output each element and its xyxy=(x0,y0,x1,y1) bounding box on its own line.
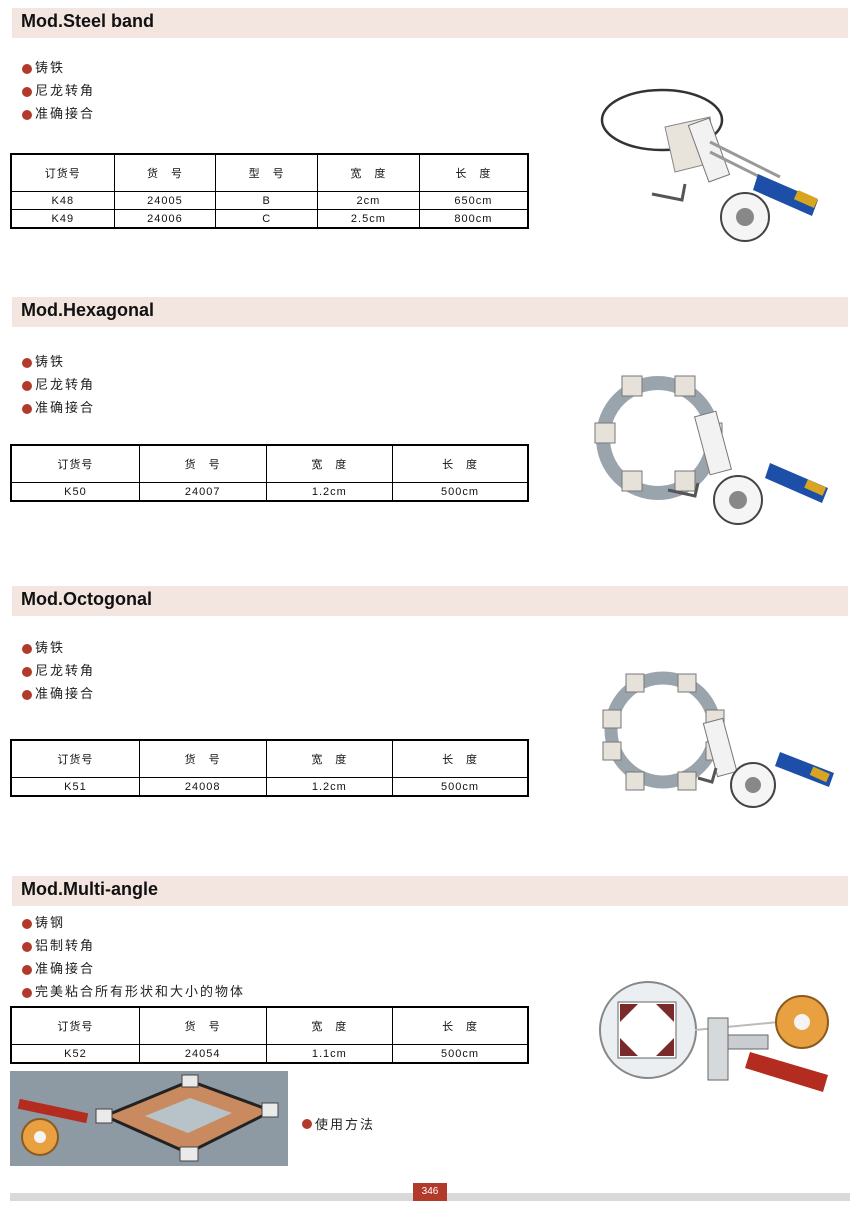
spec-table: 订货号 货 号 宽 度 长 度 K52 24054 1.1cm 500cm xyxy=(10,1006,529,1064)
section-title: Mod.Octogonal xyxy=(21,589,152,609)
column-header: 订货号 xyxy=(10,444,140,483)
bullet-dot-icon xyxy=(22,941,32,952)
section-header-hexagonal: Mod.Hexagonal xyxy=(12,297,848,327)
spec-table: 订货号 货 号 宽 度 长 度 K51 24008 1.2cm 500cm xyxy=(10,739,529,797)
feature-item: 准确接合 xyxy=(22,397,95,420)
column-header: 长 度 xyxy=(418,153,529,192)
table-cell: 800cm xyxy=(418,209,529,229)
feature-item: 尼龙转角 xyxy=(22,374,95,397)
feature-item: 铸钢 xyxy=(22,912,245,935)
bullet-dot-icon xyxy=(302,1118,312,1129)
bullet-dot-icon xyxy=(22,380,32,391)
section-header-octogonal: Mod.Octogonal xyxy=(12,586,848,616)
feature-item: 完美粘合所有形状和大小的物体 xyxy=(22,981,245,1004)
octogonal-clamp-image xyxy=(602,671,834,808)
feature-list: 铸铁 尼龙转角 准确接合 xyxy=(22,637,95,706)
table-row: K50 24007 1.2cm 500cm xyxy=(10,482,529,502)
table-cell: 500cm xyxy=(392,1044,529,1064)
usage-label-text: 使用方法 xyxy=(315,1118,376,1133)
spec-table: 订货号 货 号 宽 度 长 度 K50 24007 1.2cm 500cm xyxy=(10,444,529,502)
bullet-dot-icon xyxy=(22,964,32,975)
table-cell: K50 xyxy=(10,482,140,502)
table-cell: 1.2cm xyxy=(265,777,394,797)
bullet-dot-icon xyxy=(22,109,32,120)
feature-item: 铸铁 xyxy=(22,57,95,80)
bullet-dot-icon xyxy=(22,666,32,677)
table-cell: B xyxy=(215,191,319,210)
bullet-dot-icon xyxy=(22,86,32,97)
feature-item: 铸铁 xyxy=(22,351,95,374)
table-cell: 24006 xyxy=(113,209,217,229)
table-cell: 24007 xyxy=(138,482,267,502)
table-row: K52 24054 1.1cm 500cm xyxy=(10,1044,529,1064)
column-header: 宽 度 xyxy=(265,444,394,483)
column-header: 宽 度 xyxy=(317,153,420,192)
table-cell: 24008 xyxy=(138,777,267,797)
feature-item: 准确接合 xyxy=(22,683,95,706)
table-row: K49 24006 C 2.5cm 800cm xyxy=(10,209,529,229)
feature-item: 铝制转角 xyxy=(22,935,245,958)
column-header: 货 号 xyxy=(138,739,267,778)
column-header: 长 度 xyxy=(392,444,529,483)
steel-band-clamp-image xyxy=(600,88,819,242)
feature-item: 尼龙转角 xyxy=(22,660,95,683)
column-header: 型 号 xyxy=(215,153,319,192)
usage-demo-image xyxy=(10,1071,288,1166)
bullet-dot-icon xyxy=(22,918,32,929)
usage-label: 使用方法 xyxy=(302,1114,375,1133)
bullet-dot-icon xyxy=(22,403,32,414)
table-cell: 500cm xyxy=(392,482,529,502)
table-cell: C xyxy=(215,209,319,229)
column-header: 订货号 xyxy=(10,739,140,778)
table-row: K48 24005 B 2cm 650cm xyxy=(10,191,529,210)
column-header: 货 号 xyxy=(138,1006,267,1045)
table-cell: 1.1cm xyxy=(265,1044,394,1064)
multi-angle-clamp-image xyxy=(590,980,835,1100)
table-cell: K52 xyxy=(10,1044,140,1064)
feature-item: 准确接合 xyxy=(22,958,245,981)
column-header: 宽 度 xyxy=(265,739,394,778)
table-cell: 24005 xyxy=(113,191,217,210)
section-header-steel-band: Mod.Steel band xyxy=(12,8,848,38)
table-cell: 24054 xyxy=(138,1044,267,1064)
hexagonal-clamp-image xyxy=(594,375,828,525)
bullet-dot-icon xyxy=(22,987,32,998)
bullet-dot-icon xyxy=(22,63,32,74)
section-title: Mod.Hexagonal xyxy=(21,300,155,320)
table-cell: K49 xyxy=(10,209,115,229)
section-header-multi-angle: Mod.Multi-angle xyxy=(12,876,848,906)
column-header: 长 度 xyxy=(392,739,529,778)
column-header: 宽 度 xyxy=(265,1006,394,1045)
feature-list: 铸铁 尼龙转角 准确接合 xyxy=(22,57,95,126)
column-header: 货 号 xyxy=(113,153,217,192)
table-cell: K48 xyxy=(10,191,115,210)
page-number: 346 xyxy=(413,1183,447,1201)
section-title: Mod.Multi-angle xyxy=(21,879,158,899)
column-header: 货 号 xyxy=(138,444,267,483)
feature-item: 尼龙转角 xyxy=(22,80,95,103)
table-row: K51 24008 1.2cm 500cm xyxy=(10,777,529,797)
feature-list: 铸铁 尼龙转角 准确接合 xyxy=(22,351,95,420)
table-cell: 500cm xyxy=(392,777,529,797)
bullet-dot-icon xyxy=(22,643,32,654)
feature-list: 铸钢 铝制转角 准确接合 完美粘合所有形状和大小的物体 xyxy=(22,912,245,1004)
bullet-dot-icon xyxy=(22,689,32,700)
table-cell: 1.2cm xyxy=(265,482,394,502)
feature-item: 铸铁 xyxy=(22,637,95,660)
table-cell: 2cm xyxy=(317,191,420,210)
spec-table: 订货号 货 号 型 号 宽 度 长 度 K48 24005 B 2cm 650c… xyxy=(10,153,529,229)
column-header: 长 度 xyxy=(392,1006,529,1045)
column-header: 订货号 xyxy=(10,1006,140,1045)
bullet-dot-icon xyxy=(22,357,32,368)
feature-item: 准确接合 xyxy=(22,103,95,126)
section-title: Mod.Steel band xyxy=(21,11,155,31)
column-header: 订货号 xyxy=(10,153,115,192)
table-cell: 2.5cm xyxy=(317,209,420,229)
table-cell: 650cm xyxy=(418,191,529,210)
table-cell: K51 xyxy=(10,777,140,797)
